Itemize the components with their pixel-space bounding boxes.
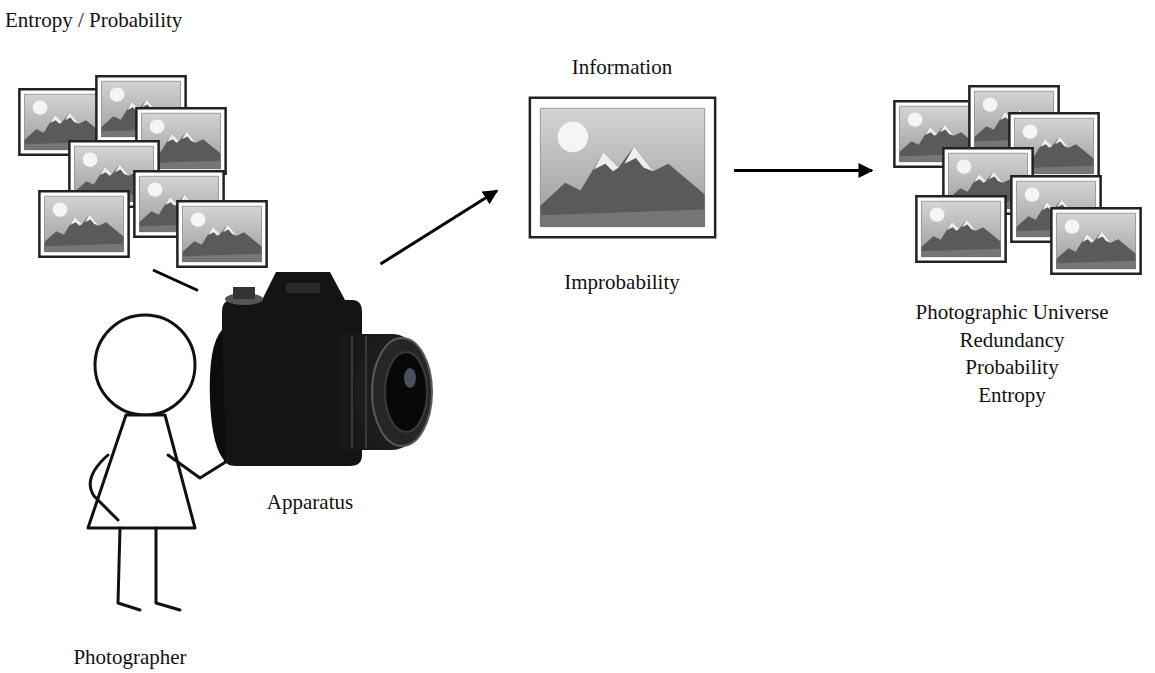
caption-label: Improbability: [564, 270, 679, 294]
photo-stack: Entropy / Probability: [18, 75, 268, 270]
photographer-figure: Photographer: [60, 310, 230, 615]
camera-apparatus: [210, 272, 432, 466]
photo-stack: Photographic UniverseRedundancyProbabili…: [890, 85, 1145, 275]
link-line: [153, 270, 198, 291]
flow-arrow: [734, 169, 872, 172]
photo-stack-left: [19, 76, 266, 266]
photograph: InformationImprobability: [527, 95, 718, 240]
name-label: Apparatus: [267, 490, 353, 514]
caption-label: Information: [572, 55, 672, 79]
caption-label: Probability: [965, 355, 1058, 379]
camera-apparatus: Apparatus: [208, 270, 435, 475]
name-label: Photographer: [73, 645, 186, 669]
flow-arrow: [381, 191, 497, 264]
caption-label: Redundancy: [960, 328, 1065, 352]
stick-figure: [88, 315, 232, 610]
caption-label: Entropy: [978, 383, 1046, 407]
photo-stack-right: [894, 86, 1140, 273]
single-photo: [530, 98, 715, 237]
heading-label: Entropy / Probability: [5, 8, 182, 32]
caption-label: Photographic Universe: [915, 300, 1108, 324]
